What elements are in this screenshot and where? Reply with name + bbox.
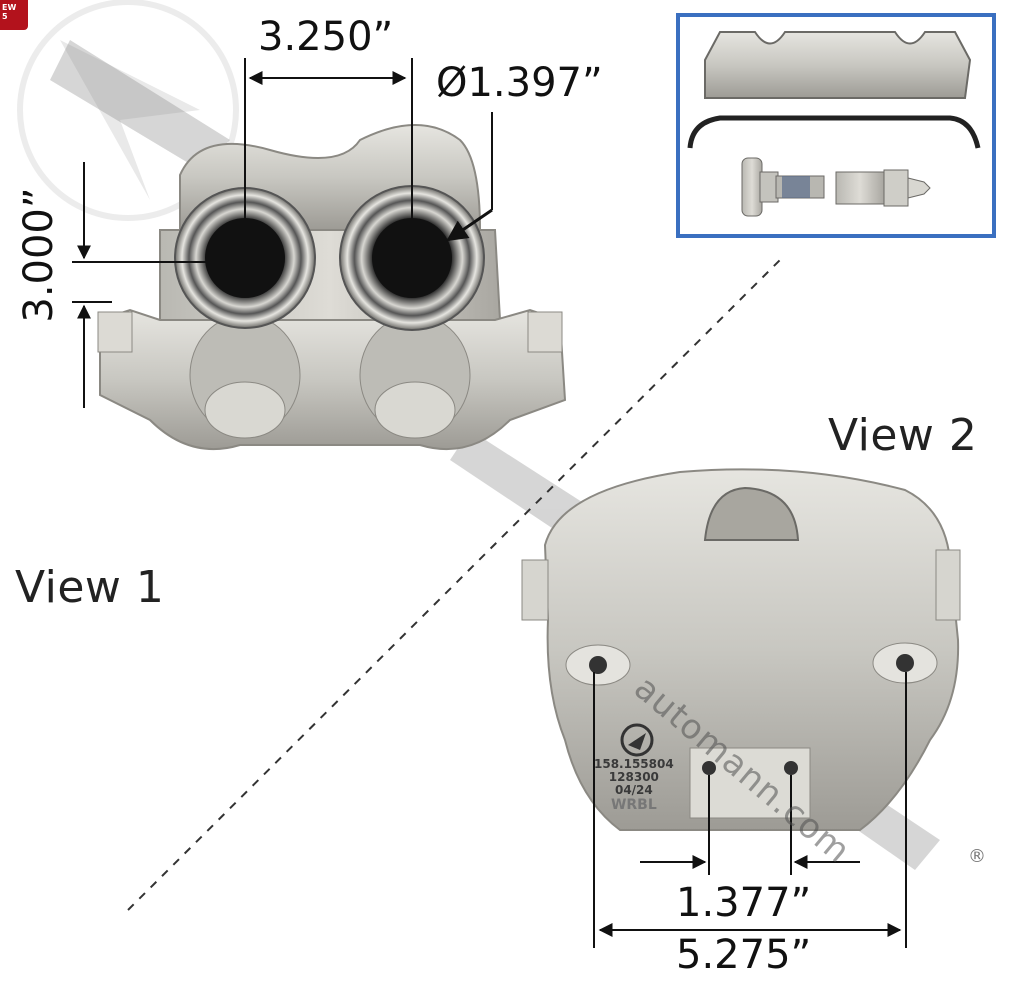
hardware-kit-inset <box>676 13 996 238</box>
view2-dimension-lines <box>593 672 907 948</box>
outer-hole-spacing-dimension: 5.275” <box>676 932 812 978</box>
inner-hole-right <box>784 761 798 775</box>
badge-line1: EW <box>2 3 17 12</box>
view2-label: View 2 <box>828 410 978 461</box>
caliper-view2 <box>521 468 961 831</box>
badge-line2: 5 <box>2 12 8 21</box>
slide-pin-bolt-icon <box>741 157 825 217</box>
inner-hole-spacing-dimension: 1.377” <box>676 880 812 926</box>
bore-height-dimension: 3.000” <box>16 187 62 323</box>
bore-diameter-dimension: Ø1.397” <box>436 60 603 106</box>
bleeder-screw-icon <box>835 169 931 207</box>
corner-badge: EW 5 <box>0 0 28 30</box>
caliper-view1 <box>97 124 567 451</box>
right-mount-hole <box>896 654 914 672</box>
casting-mark-line4: WRBL <box>610 797 657 813</box>
pad-abutment-clip-icon <box>704 31 972 99</box>
casting-mark-line2: 128300 <box>608 770 659 784</box>
inner-hole-left <box>702 761 716 775</box>
view-divider-line <box>127 254 786 911</box>
watermark-logo-icon <box>17 0 239 221</box>
casting-mark-line1: 158.155804 <box>594 757 674 771</box>
casting-mark-line3: 04/24 <box>614 783 653 797</box>
casting-logo-icon <box>620 723 654 757</box>
view1-label: View 1 <box>15 562 165 613</box>
casting-part-number: 158.155804 128300 04/24 WRBL <box>594 757 674 813</box>
anti-rattle-spring-icon <box>687 115 981 149</box>
registered-mark: ® <box>968 846 986 867</box>
view1-dimension-lines <box>72 58 493 408</box>
bore-spacing-dimension: 3.250” <box>258 14 394 60</box>
left-mount-hole <box>589 656 607 674</box>
